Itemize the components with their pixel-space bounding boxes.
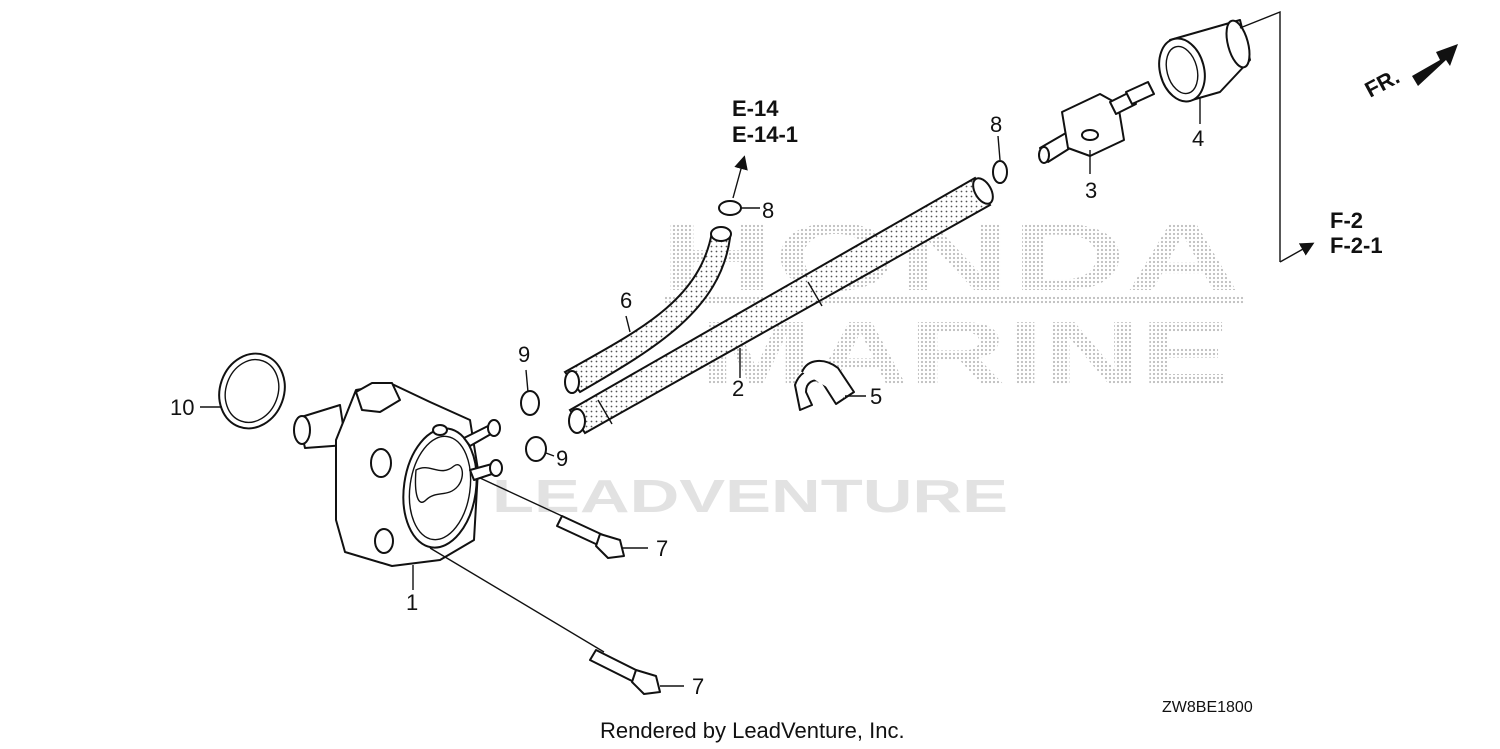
- callouts: 10 1 7 7 9 9 6 2 5 8 8 3 4: [170, 112, 1204, 699]
- water-hose-long-part: [568, 176, 994, 435]
- callout-4: 4: [1192, 126, 1204, 151]
- strainer-cap-part: [1158, 19, 1251, 103]
- bolt-lower-part: [589, 649, 661, 695]
- callout-10: 10: [170, 395, 194, 420]
- front-direction-label: FR.: [1361, 64, 1404, 103]
- callout-9-lower: 9: [556, 446, 568, 471]
- rendered-by-footer: Rendered by LeadVenture, Inc.: [600, 718, 905, 743]
- callout-2: 2: [732, 376, 744, 401]
- water-hose-curved-part: [563, 226, 732, 394]
- leader-lines: [200, 10, 1315, 687]
- callout-7-upper: 7: [656, 536, 668, 561]
- thermostat-housing-part: [293, 382, 503, 567]
- hose-clamp-upper-part: [520, 390, 540, 416]
- callout-7-lower: 7: [692, 674, 704, 699]
- ref-f2-1: F-2-1: [1330, 233, 1383, 258]
- callout-5: 5: [870, 384, 882, 409]
- hose-clip-part: [794, 360, 855, 411]
- front-direction-indicator: FR.: [1361, 44, 1458, 102]
- strainer-fitting-part: [1038, 81, 1155, 164]
- watermark-divider: [665, 296, 1245, 304]
- callout-3: 3: [1085, 178, 1097, 203]
- bolt-upper-part: [556, 515, 625, 559]
- watermark-marine: MARINE: [700, 304, 1230, 404]
- front-direction-arrow-icon: [1412, 44, 1458, 86]
- callout-8-left: 8: [762, 198, 774, 223]
- callout-6: 6: [620, 288, 632, 313]
- callout-9-upper: 9: [518, 342, 530, 367]
- o-ring-part: [218, 352, 286, 430]
- hose-clamp-8-right-part: [992, 160, 1008, 184]
- hose-clamp-8-left-part: [718, 200, 742, 216]
- diagram-code: ZW8BE1800: [1162, 699, 1253, 716]
- ref-f2: F-2: [1330, 208, 1363, 233]
- ref-e14: E-14: [732, 96, 779, 121]
- callout-1: 1: [406, 590, 418, 615]
- hose-clamp-lower-part: [525, 436, 547, 462]
- callout-8-right: 8: [990, 112, 1002, 137]
- watermark-leadventure: LEADVENTURE: [492, 470, 1008, 522]
- ref-e14-1: E-14-1: [732, 122, 798, 147]
- reference-labels: E-14 E-14-1 F-2 F-2-1: [732, 96, 1383, 258]
